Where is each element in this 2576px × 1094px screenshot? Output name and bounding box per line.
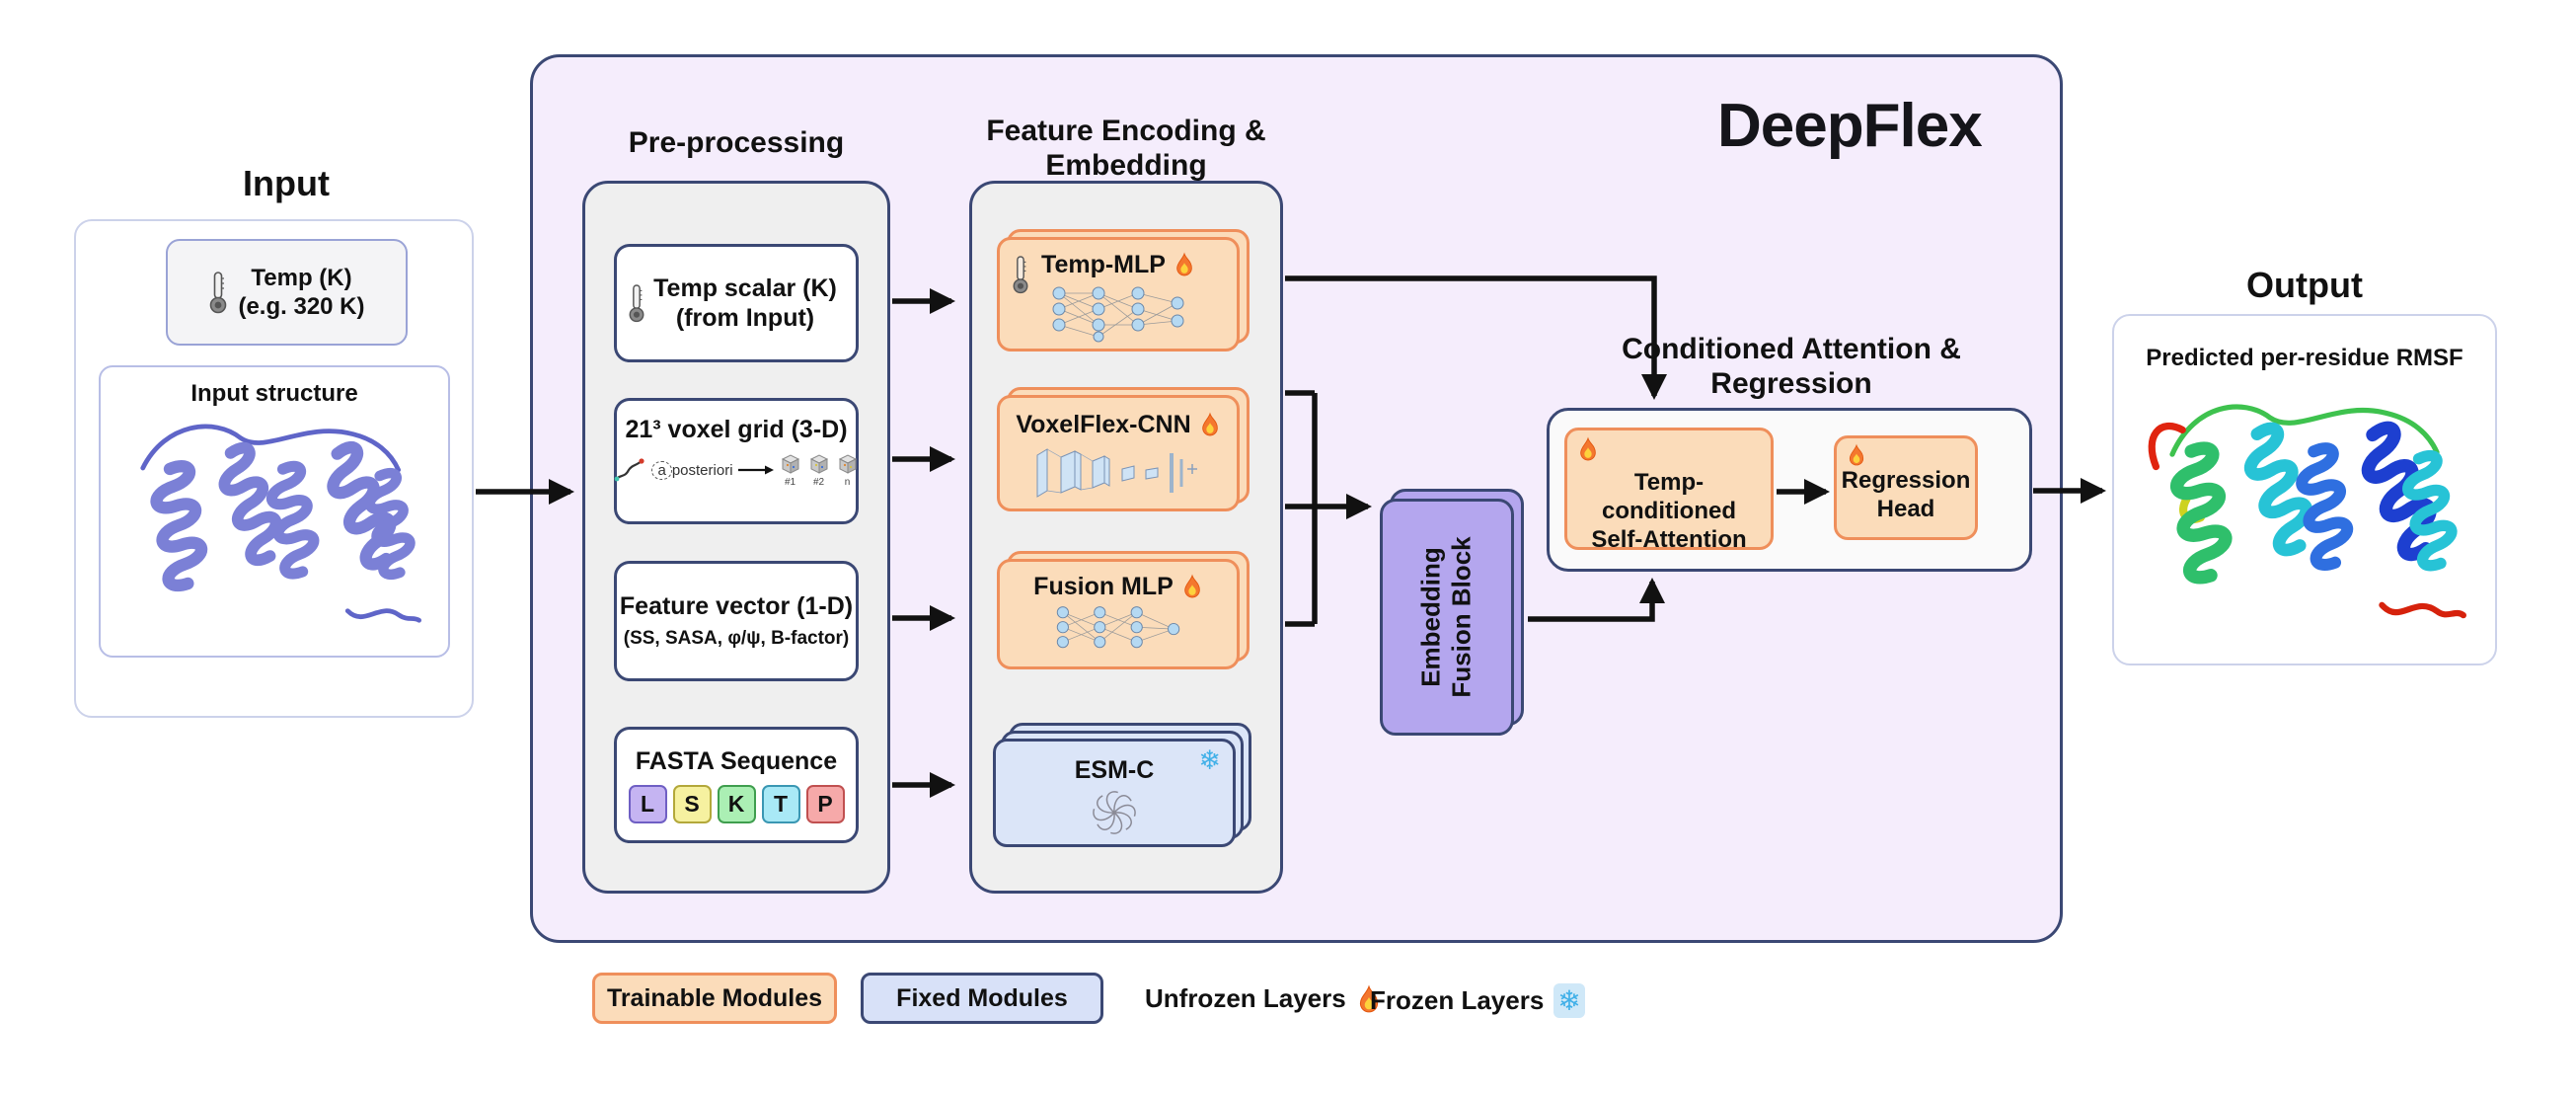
voxel-cube-n: n	[836, 452, 860, 488]
residue-tile-K: K	[717, 785, 756, 823]
preproc-feature-vector-box: Feature vector (1-D) (SS, SASA, φ/ψ, B-f…	[614, 561, 859, 681]
snowflake-icon: ❄	[1198, 745, 1221, 775]
legend-fixed-modules: Fixed Modules	[861, 973, 1103, 1024]
thermometer-icon	[208, 270, 228, 315]
residue-tile-S: S	[672, 785, 712, 823]
legend-trainable-modules: Trainable Modules	[592, 973, 837, 1024]
input-structure-title: Input structure	[190, 380, 358, 407]
esmc-card: ❄ ESM-C	[993, 739, 1236, 847]
regression-head-line1: Regression	[1841, 467, 1971, 494]
temp-scalar-title: Temp scalar (K)	[653, 274, 837, 302]
input-heading: Input	[243, 163, 330, 203]
flame-icon	[1847, 443, 1866, 467]
fusion-mlp-card: Fusion MLP	[997, 559, 1240, 669]
esmc-title: ESM-C	[1074, 756, 1155, 784]
residue-tile-P: P	[805, 785, 845, 823]
arrow-fusion-to-attention	[1528, 578, 1665, 622]
input-structure-box: Input structure	[99, 365, 450, 658]
voxelflex-title: VoxelFlex-CNN	[1016, 411, 1191, 438]
flame-icon	[1356, 983, 1382, 1014]
caption-posteriori: posteriori	[671, 461, 733, 479]
esm-spiral-icon	[996, 787, 1233, 838]
flame-icon	[1174, 252, 1195, 277]
snowflake-icon: ❄	[1553, 983, 1585, 1018]
cnn-architecture-sketch	[1000, 445, 1237, 501]
preprocessing-heading: Pre-processing	[628, 126, 845, 159]
voxel-grid-title: 21³ voxel grid (3-D)	[625, 416, 848, 443]
fusion-block-label-line2: Fusion Block	[1447, 536, 1477, 698]
embedding-fusion-block: Embedding Fusion Block	[1380, 499, 1514, 736]
fusion-block-label-line1: Embedding	[1416, 547, 1446, 687]
thermometer-icon	[628, 282, 645, 324]
self-attention-line1: Temp-conditioned	[1602, 469, 1736, 524]
temp-input-line2: (e.g. 320 K)	[238, 293, 365, 320]
encoding-heading: Feature Encoding & Embedding	[986, 115, 1266, 182]
legend-unfrozen-layers: Unfrozen Layers	[1145, 983, 1382, 1014]
output-heading: Output	[2246, 265, 2363, 305]
self-attention-card: Temp-conditioned Self-Attention	[1564, 428, 1774, 553]
thermometer-icon	[1012, 254, 1029, 295]
regression-head-line2: Head	[1876, 496, 1935, 522]
voxelflex-cnn-card: VoxelFlex-CNN	[997, 395, 1240, 511]
attention-heading: Conditioned Attention & Regression	[1622, 333, 1961, 400]
preproc-temp-scalar-box: Temp scalar (K) (from Input)	[614, 244, 859, 362]
fasta-title: FASTA Sequence	[635, 747, 838, 775]
voxel-cube-1: #1	[779, 452, 802, 488]
flame-icon	[1181, 574, 1203, 599]
output-box-title: Predicted per-residue RMSF	[2146, 345, 2463, 371]
mlp-network-sketch	[1000, 601, 1237, 659]
preproc-fasta-box: FASTA Sequence L S K T P	[614, 727, 859, 843]
feature-vector-subtitle: (SS, SASA, φ/ψ, B-factor)	[623, 628, 850, 649]
arrow-tempmlp-to-attention	[1285, 275, 1667, 400]
flame-icon	[1577, 436, 1599, 462]
mlp-network-sketch	[1000, 281, 1237, 343]
voxel-cube-2: #2	[807, 452, 831, 488]
caption-a: a	[651, 460, 672, 480]
temp-scalar-subtitle: (from Input)	[675, 304, 815, 332]
mini-arrow-icon	[737, 465, 774, 475]
output-protein-image	[2137, 377, 2472, 652]
feature-vector-title: Feature vector (1-D)	[619, 592, 854, 620]
input-protein-image	[101, 410, 448, 645]
legend-frozen-layers: Frozen Layers ❄	[1370, 983, 1585, 1018]
temp-mlp-title: Temp-MLP	[1041, 251, 1166, 278]
temp-input-box: Temp (K) (e.g. 320 K)	[166, 239, 408, 346]
temp-input-line1: Temp (K)	[251, 265, 352, 291]
flame-icon	[1199, 412, 1221, 437]
fasta-tiles: L S K T P	[626, 785, 848, 823]
fusion-mlp-title: Fusion MLP	[1033, 573, 1174, 600]
regression-head-card: Regression Head	[1834, 435, 1978, 540]
structure-squiggle-icon	[613, 456, 646, 484]
deepflex-logo: DeepFlex	[1717, 92, 1983, 160]
residue-tile-T: T	[761, 785, 800, 823]
residue-tile-L: L	[628, 785, 667, 823]
self-attention-line2: Self-Attention	[1591, 526, 1747, 553]
temp-mlp-card: Temp-MLP	[997, 237, 1240, 352]
